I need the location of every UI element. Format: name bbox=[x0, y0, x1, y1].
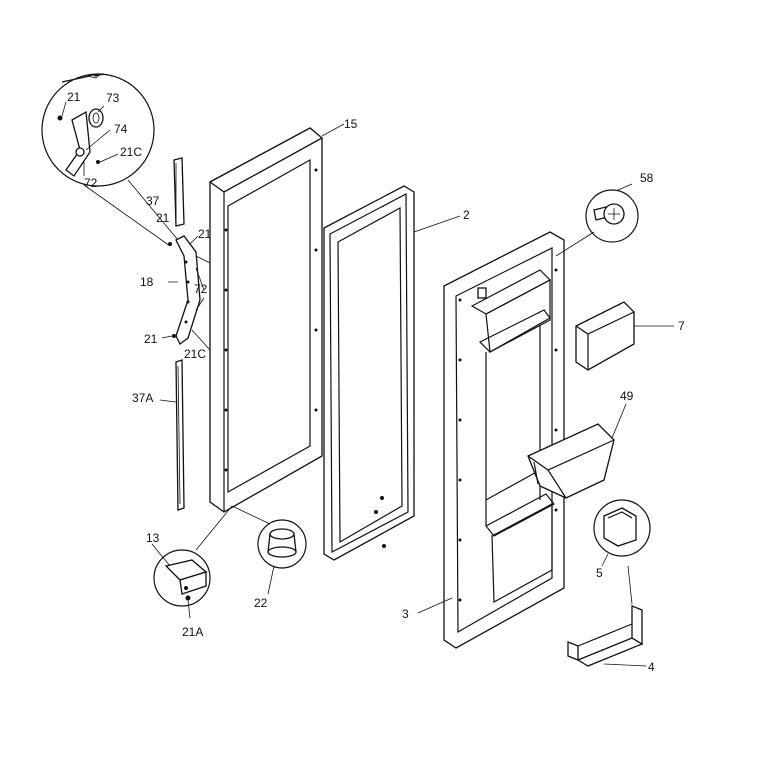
inset-label-73: 73 bbox=[106, 91, 120, 105]
label-4: 4 bbox=[648, 660, 655, 674]
label-18: 18 bbox=[140, 275, 154, 289]
door-frame-15 bbox=[208, 127, 324, 513]
label-5: 5 bbox=[596, 566, 603, 580]
screw-58 bbox=[585, 189, 639, 243]
label-58: 58 bbox=[640, 171, 654, 185]
shelf-bin-49 bbox=[527, 423, 615, 499]
label-21a: 21A bbox=[182, 625, 203, 639]
label-22: 22 bbox=[254, 596, 268, 610]
inset-label-21c: 21C bbox=[120, 145, 142, 159]
gasket-2 bbox=[323, 185, 415, 561]
label-72: 72 bbox=[194, 282, 208, 296]
label-3: 3 bbox=[402, 607, 409, 621]
label-21-upper: 21 bbox=[156, 211, 170, 225]
label-37a: 37A bbox=[132, 391, 153, 405]
door-liner-3 bbox=[443, 231, 565, 649]
label-49: 49 bbox=[620, 389, 634, 403]
clip-5 bbox=[593, 499, 651, 557]
bracket-13 bbox=[153, 549, 211, 607]
label-13: 13 bbox=[146, 531, 160, 545]
inset-leader-lines bbox=[83, 179, 179, 247]
label-2: 2 bbox=[463, 208, 470, 222]
label-37: 37 bbox=[146, 194, 160, 208]
hinge-strip-37 bbox=[173, 157, 185, 227]
inset-label-72: 72 bbox=[84, 176, 98, 190]
inset-label-74: 74 bbox=[114, 122, 128, 136]
hinge-detail-inset bbox=[41, 73, 155, 187]
bin-4 bbox=[567, 605, 644, 667]
bin-cover-7 bbox=[575, 301, 635, 371]
label-15: 15 bbox=[344, 117, 358, 131]
inset-label-21: 21 bbox=[67, 90, 81, 104]
label-21-lower: 21 bbox=[144, 332, 158, 346]
bushing-22 bbox=[257, 519, 307, 569]
label-21c-lower: 21C bbox=[184, 347, 206, 361]
label-7: 7 bbox=[678, 319, 685, 333]
hinge-strip-37a bbox=[159, 359, 185, 511]
